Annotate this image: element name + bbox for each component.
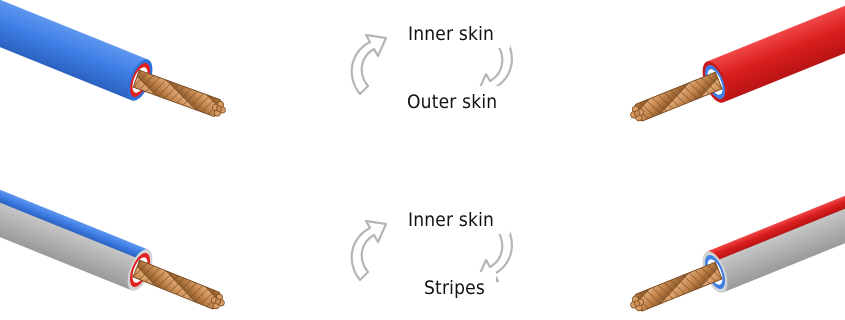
label-inner-skin-top: Inner skin [408,23,494,45]
cable-top-right-red [626,0,845,125]
cable-top-left-blue [0,0,229,121]
label-outer-skin: Outer skin [407,91,497,113]
cable-bottom-left-grey-blue-stripe [0,174,229,313]
label-stripes: Stripes [424,277,485,299]
cable-bottom-right-grey-red-stripe [626,176,845,315]
label-inner-skin-bottom: Inner skin [408,209,494,231]
